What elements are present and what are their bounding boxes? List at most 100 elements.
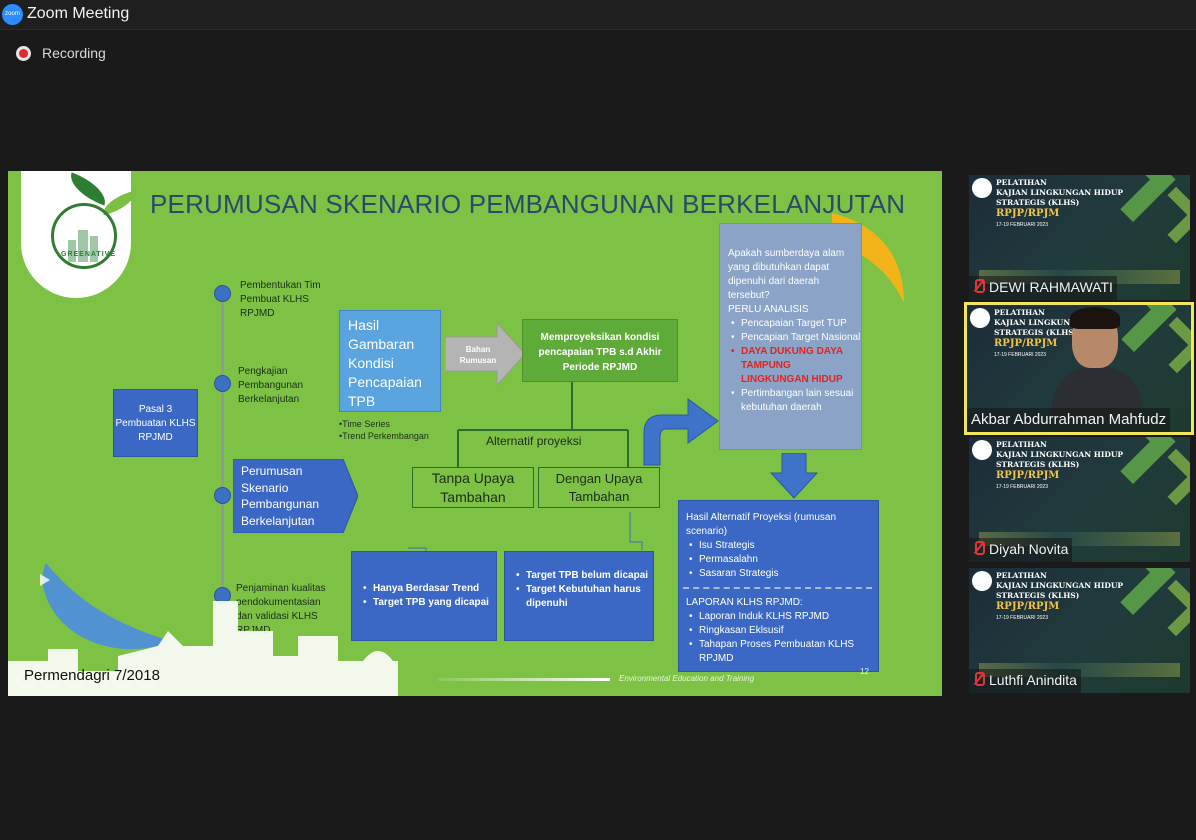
- bullet-item: Hanya Berdasar Trend: [360, 582, 496, 596]
- perumusan-text: Perumusan Skenario Pembangunan Berkelanj…: [241, 464, 320, 528]
- bullet-item-highlight: DAYA DUKUNG DAYA TAMPUNG LINGKUNGAN HIDU…: [728, 345, 861, 387]
- zoom-icon[interactable]: [114, 672, 130, 688]
- title-bar: zoom Zoom Meeting: [0, 0, 1196, 30]
- footer-brand: Environmental Education and Training: [619, 674, 755, 683]
- banner-date: 17-19 FEBRUARI 2023: [996, 484, 1048, 490]
- record-icon: [16, 46, 31, 61]
- hasil-alt-title: Hasil Alternatif Proyeksi (rumusan scena…: [686, 512, 837, 537]
- pasal-box: Pasal 3 Pembuatan KLHS RPJMD: [113, 389, 198, 457]
- slide-controls: [18, 672, 162, 688]
- timeline-dot: [214, 487, 231, 504]
- down-arrow: [770, 453, 818, 499]
- banner-line: STRATEGIS (KLHS): [994, 328, 1078, 337]
- decor-blue-swoosh: [42, 563, 170, 650]
- pen-icon[interactable]: [66, 672, 82, 688]
- banner-subtitle: RPJP/RPJM: [996, 208, 1060, 219]
- participant-name-label: Akbar Abdurrahman Mahfudz: [967, 408, 1171, 432]
- bullet-item: Permasalahn: [686, 553, 878, 567]
- bullet-item: Target TPB yang dicapai: [360, 596, 496, 610]
- analisis-intro: Apakah sumberdaya alam yang dibutuhkan d…: [728, 248, 845, 301]
- banner-text: PELATIHAN KAJIAN LINGKUNGAN HIDUP STRATE…: [996, 440, 1123, 470]
- timeline-line: [221, 289, 224, 595]
- banner-date: 17-19 FEBRUARI 2023: [996, 222, 1048, 228]
- banner-line: KAJIAN LINGKUNGAN: [994, 318, 1090, 327]
- target-belum-box: Target TPB belum dicapai Target Kebutuha…: [504, 551, 654, 641]
- perumusan-arrow-shape: [233, 459, 358, 533]
- banner-line: PELATIHAN: [996, 440, 1047, 449]
- analisis-heading: PERLU ANALISIS: [728, 304, 809, 315]
- banner-line: KAJIAN LINGKUNGAN HIDUP: [996, 581, 1124, 590]
- banner-line: STRATEGIS (KLHS): [996, 460, 1080, 469]
- banner-text: PELATIHAN KAJIAN LINGKUNGAN STRATEGIS (K…: [994, 308, 1089, 338]
- banner-date: 17-19 FEBRUARI 2023: [994, 352, 1046, 358]
- banner-subtitle: RPJP/RPJM: [994, 338, 1058, 349]
- analisis-box: Apakah sumberdaya alam yang dibutuhkan d…: [719, 223, 862, 450]
- play-icon[interactable]: [40, 574, 50, 586]
- logo-ring: [51, 203, 117, 269]
- participant-tile[interactable]: PELATIHAN KAJIAN LINGKUNGAN HIDUP STRATE…: [969, 437, 1190, 562]
- bullet-item: Pertimbangan lain sesuai kebutuhan daera…: [728, 387, 861, 415]
- bahan-rumusan-arrow: [445, 323, 525, 385]
- slide-logo: GREENATIVE: [21, 171, 139, 298]
- banner-date: 17-19 FEBRUARI 2023: [996, 615, 1048, 621]
- hasil-notes: •Time Series •Trend Perkembangan: [339, 418, 429, 442]
- participant-name-label: Luthfi Anindita: [969, 669, 1081, 693]
- banner-line: PELATIHAN: [996, 571, 1047, 580]
- prev-icon[interactable]: [18, 672, 34, 688]
- alternatif-label: Alternatif proyeksi: [486, 434, 582, 448]
- banner-subtitle: RPJP/RPJM: [996, 601, 1060, 612]
- laporan-title: LAPORAN KLHS RPJMD:: [686, 597, 803, 608]
- bullet-item: Pencapian Target Nasional: [728, 331, 861, 345]
- banner-text: PELATIHAN KAJIAN LINGKUNGAN HIDUP STRATE…: [996, 178, 1123, 208]
- slide-title: PERUMUSAN SKENARIO PEMBANGUNAN BERKELANJ…: [150, 189, 906, 219]
- note-line: •Time Series: [339, 419, 390, 429]
- participant-name: DEWI RAHMAWATI: [989, 279, 1113, 295]
- hasil-alternatif-box: Hasil Alternatif Proyeksi (rumusan scena…: [678, 500, 879, 672]
- bullet-item: Ringkasan Eklsusif: [686, 624, 878, 638]
- bullet-item: Tahapan Proses Pembuatan KLHS RPJMD: [686, 638, 878, 666]
- leaf-icon: [64, 172, 112, 206]
- bullet-item: Isu Strategis: [686, 539, 878, 553]
- dashed-divider: [683, 587, 872, 589]
- more-icon[interactable]: [138, 672, 154, 688]
- city-skyline: [8, 601, 398, 696]
- banner-line: KAJIAN LINGKUNGAN HIDUP: [996, 450, 1124, 459]
- participant-tile[interactable]: PELATIHAN KAJIAN LINGKUNGAN HIDUP STRATE…: [969, 175, 1190, 300]
- timeline-dot: [214, 285, 231, 302]
- banner-logo-icon: [972, 440, 992, 460]
- participant-tile-active[interactable]: PELATIHAN KAJIAN LINGKUNGAN STRATEGIS (K…: [964, 302, 1194, 435]
- proyeksi-box: Memproyeksikan kondisi pencapaian TPB s.…: [522, 319, 678, 382]
- hanya-trend-box: Hanya Berdasar Trend Target TPB yang dic…: [351, 551, 497, 641]
- banner-subtitle: RPJP/RPJM: [996, 470, 1060, 481]
- page-number: 12: [860, 667, 869, 676]
- participant-name-label: Diyah Novita: [969, 538, 1073, 562]
- step-text: Pembentukan Tim Pembuat KLHS RPJMD: [240, 280, 321, 319]
- participant-name: Luthfi Anindita: [989, 672, 1077, 688]
- grid-icon[interactable]: [90, 672, 106, 688]
- note-line: •Trend Perkembangan: [339, 431, 429, 441]
- bullet-item: Target Kebutuhan harus dipenuhi: [513, 583, 653, 611]
- shared-screen-slide: GREENATIVE PERUMUSAN SKENARIO PEMBANGUNA…: [8, 171, 942, 696]
- footer-bar: [438, 678, 610, 681]
- footer-reference: Permendagri 7/2018: [24, 667, 160, 684]
- banner-line: STRATEGIS (KLHS): [996, 198, 1080, 207]
- window-title: Zoom Meeting: [27, 5, 130, 22]
- mic-muted-icon: [973, 541, 985, 556]
- participant-tile[interactable]: PELATIHAN KAJIAN LINGKUNGAN HIDUP STRATE…: [969, 568, 1190, 693]
- banner-line: PELATIHAN: [996, 178, 1047, 187]
- dengan-upaya-box: Dengan Upaya Tambahan: [538, 467, 660, 508]
- next-icon[interactable]: [42, 672, 58, 688]
- participant-name-label: DEWI RAHMAWATI: [969, 276, 1117, 300]
- recording-label: Recording: [42, 45, 106, 61]
- banner-logo-icon: [970, 308, 990, 328]
- bullet-item: Pencapaian Target TUP: [728, 317, 861, 331]
- zoom-logo-icon: zoom: [2, 4, 23, 25]
- bullet-item: Sasaran Strategis: [686, 567, 878, 581]
- curved-arrow: [643, 398, 719, 466]
- hasil-box: Hasil Gambaran Kondisi Pencapaian TPB: [339, 310, 441, 412]
- mic-muted-icon: [973, 672, 985, 687]
- banner-logo-icon: [972, 178, 992, 198]
- banner-line: STRATEGIS (KLHS): [996, 591, 1080, 600]
- participant-name: Diyah Novita: [989, 541, 1069, 557]
